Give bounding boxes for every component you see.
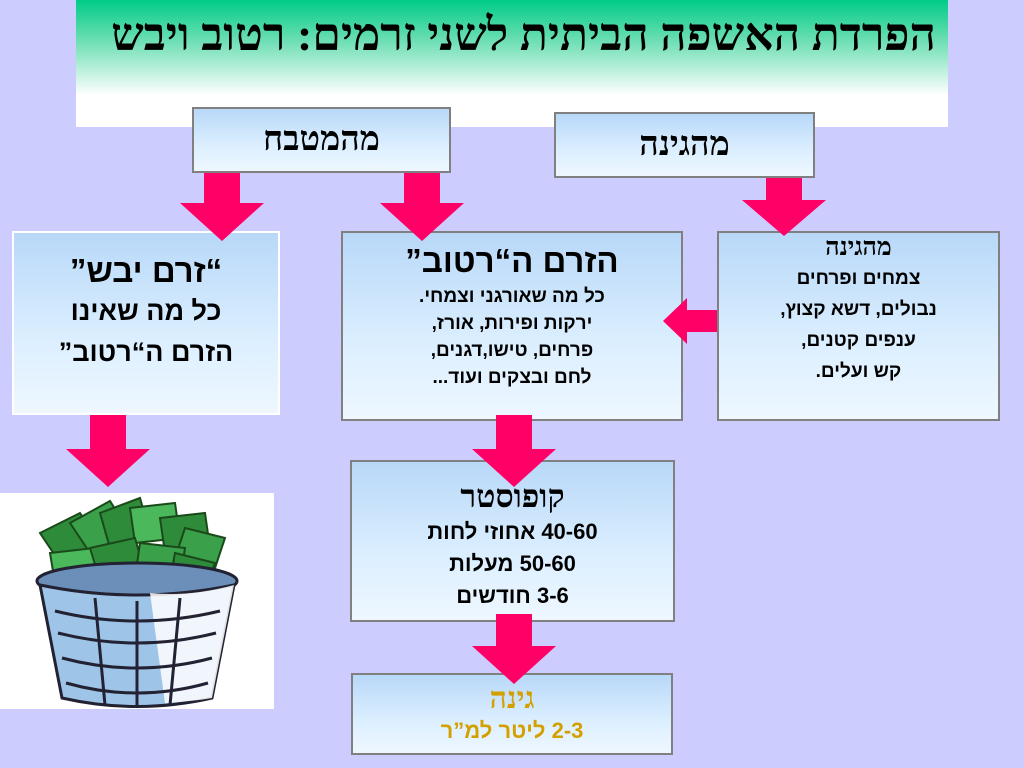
wet-stream-line: ירקות ופירות, אורז, bbox=[431, 313, 593, 334]
dry-stream-heading: “זרם יבש” bbox=[69, 252, 223, 289]
garden-source-box: מהגינה bbox=[554, 112, 815, 178]
wet-stream-line: כל מה שאורגני וצמחי. bbox=[419, 286, 605, 307]
garden-waste-line: קש ועלים. bbox=[815, 361, 902, 382]
compost-line: 40-60 אחוזי לחות bbox=[427, 519, 598, 544]
arrow-garden-to-wet bbox=[663, 298, 717, 344]
dry-stream-line: הזרם ה“רטוב” bbox=[58, 337, 234, 367]
dry-stream-box: “זרם יבש” כל מה שאינו הזרם ה“רטוב” bbox=[12, 231, 280, 415]
trash-bin-illustration bbox=[0, 493, 274, 709]
arrow-kitchen-to-wet bbox=[380, 173, 464, 241]
arrow-kitchen-to-dry bbox=[180, 173, 264, 241]
wet-stream-line: לחם ובצקים ועוד... bbox=[432, 367, 592, 388]
dry-stream-line: כל מה שאינו bbox=[70, 296, 222, 326]
compost-line: 3-6 חודשים bbox=[456, 583, 569, 608]
page-title: הפרדת האשפה הביתית לשני זרמים: רטוב ויבש bbox=[111, 9, 936, 60]
garden-output-heading: גינה bbox=[489, 682, 535, 715]
compost-line: 50-60 מעלות bbox=[449, 551, 576, 576]
garden-output-rate: 2-3 ליטר למ”ר bbox=[440, 718, 584, 743]
garden-waste-heading: מהגינה bbox=[825, 234, 892, 261]
wet-stream-box: הזרם ה“רטוב” כל מה שאורגני וצמחי. ירקות … bbox=[341, 231, 683, 421]
wet-stream-line: פרחים, טישו,דגנים, bbox=[430, 340, 594, 361]
arrow-wet-to-compost bbox=[472, 415, 556, 487]
arrow-garden-to-waste bbox=[742, 178, 826, 236]
garden-waste-box: מהגינה צמחים ופרחים נבולים, דשא קצוץ, ענ… bbox=[717, 231, 1000, 421]
garden-source-label: מהגינה bbox=[639, 126, 730, 163]
wet-stream-heading: הזרם ה“רטוב” bbox=[405, 242, 619, 279]
garden-output-box: גינה 2-3 ליטר למ”ר bbox=[351, 673, 673, 755]
garden-waste-line: צמחים ופרחים bbox=[796, 268, 921, 289]
garden-waste-line: ענפים קטנים, bbox=[801, 330, 916, 351]
title-band: הפרדת האשפה הביתית לשני זרמים: רטוב ויבש bbox=[76, 0, 948, 127]
garden-waste-line: נבולים, דשא קצוץ, bbox=[780, 299, 937, 320]
arrow-dry-to-bin bbox=[66, 415, 150, 487]
trash-bin-icon bbox=[35, 496, 239, 708]
compost-box: קופוסטר 40-60 אחוזי לחות 50-60 מעלות 3-6… bbox=[350, 460, 675, 622]
kitchen-source-box: מהמטבח bbox=[192, 107, 451, 173]
kitchen-source-label: מהמטבח bbox=[263, 121, 380, 158]
arrow-compost-to-garden bbox=[472, 614, 556, 684]
